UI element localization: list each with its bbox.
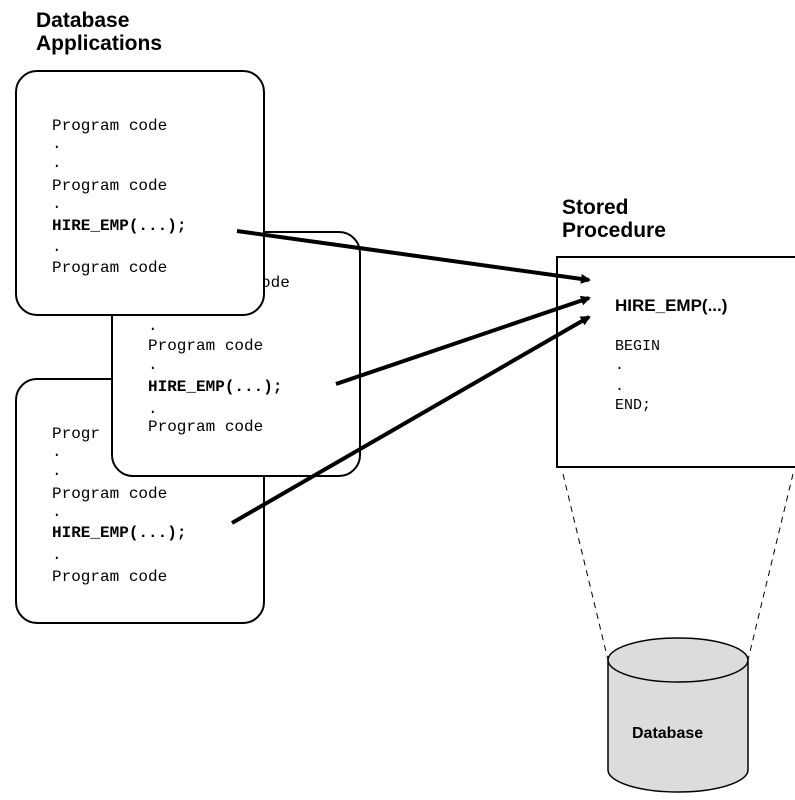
database-cylinder [607,637,749,793]
procedure-begin: BEGIN [615,338,661,355]
program-code-line: Program code [52,177,168,195]
procedure-name: HIRE_EMP(...) [615,296,728,315]
program-code-line: Program code [148,337,264,355]
dot: . [52,443,62,461]
hire-emp-call: HIRE_EMP(...); [52,217,187,235]
dashed-line-left [562,473,609,661]
dot: . [148,400,158,418]
program-code-line: Program code [148,418,264,436]
dot: . [52,154,62,172]
program-code-line: Program code [52,117,168,135]
program-code-line: Program code [52,485,168,503]
call-arrow-top [236,229,591,284]
title-line-2: Procedure [562,219,666,242]
call-arrow-middle [335,295,591,386]
title-line-1: Stored [562,196,629,219]
dot: . [52,462,62,480]
database-label: Database [632,725,704,742]
dot: . [52,238,62,256]
call-arrow-bottom [231,315,591,525]
dot: . [615,357,625,374]
stored-procedure-box: HIRE_EMP(...) BEGIN . . END; [556,256,795,468]
application-box-top: Program code . . Program code . HIRE_EMP… [15,70,265,316]
title-line-1: Database [36,9,130,32]
dot: . [148,356,158,374]
dot: . [52,503,62,521]
partial-ode: ode [261,274,290,292]
dot: . [52,135,62,153]
program-code-line: Program code [52,568,168,586]
hire-emp-call: HIRE_EMP(...); [52,524,187,542]
dashed-line-right [747,473,794,661]
database-applications-title: Database Applications [36,9,162,55]
dot: . [52,195,62,213]
dot: . [615,378,625,395]
dot: . [148,317,158,335]
program-code-line: Program code [52,259,168,277]
dot: . [52,546,62,564]
title-line-2: Applications [36,32,163,55]
hire-emp-call: HIRE_EMP(...); [148,378,283,396]
stored-procedure-title: Stored Procedure [562,196,666,242]
partial-program-code: Progr [52,425,101,443]
procedure-end: END; [615,397,652,414]
